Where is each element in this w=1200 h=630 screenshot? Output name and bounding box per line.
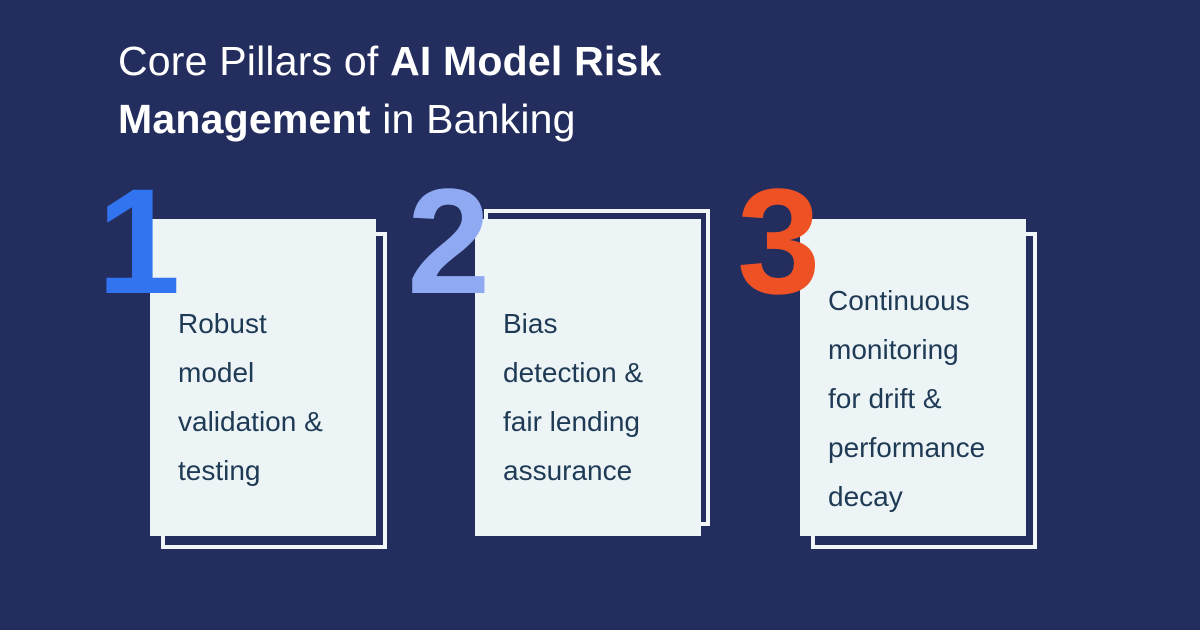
pillar-number: 3 [737,157,820,325]
card-text-line: fair lending [503,406,640,437]
card-panel: Robust model validation & testing [150,219,376,536]
card-panel: Bias detection & fair lending assurance [475,219,701,536]
title-segment-regular: in Banking [370,96,576,142]
card-text-line: testing [178,455,261,486]
card-text-line: Robust [178,308,267,339]
card-text-line: model [178,357,255,388]
title-segment-regular: Core Pillars of [118,38,391,84]
title-segment-bold: Management [118,96,371,142]
card-text: Robust model validation & testing [150,299,376,495]
page-title-line-2: Management in Banking [118,90,662,148]
card-text-line: for drift & [828,383,942,414]
card-text-line: validation & [178,406,323,437]
page-title: Core Pillars of AI Model Risk Management… [118,32,662,148]
pillar-number: 2 [407,157,490,325]
page-title-line-1: Core Pillars of AI Model Risk [118,32,662,90]
card-panel: Continuous monitoring for drift & performan… [800,219,1026,536]
card-text: Continuous monitoring for drift & performan… [800,276,1026,521]
card-text-line: Bias [503,308,558,339]
card-text-line: decay [828,481,903,512]
card-text-line: performance [828,432,986,463]
title-segment-bold: AI Model Risk [390,38,662,84]
card-text-line: monitoring [828,334,959,365]
card-text-line: Continuous [828,285,970,316]
pillar-card-3: Continuous monitoring for drift & performan… [737,166,1037,549]
pillar-number: 1 [97,157,180,325]
card-text-line: assurance [503,455,633,486]
card-text-line: detection & [503,357,644,388]
card-text: Bias detection & fair lending assurance [475,299,701,495]
